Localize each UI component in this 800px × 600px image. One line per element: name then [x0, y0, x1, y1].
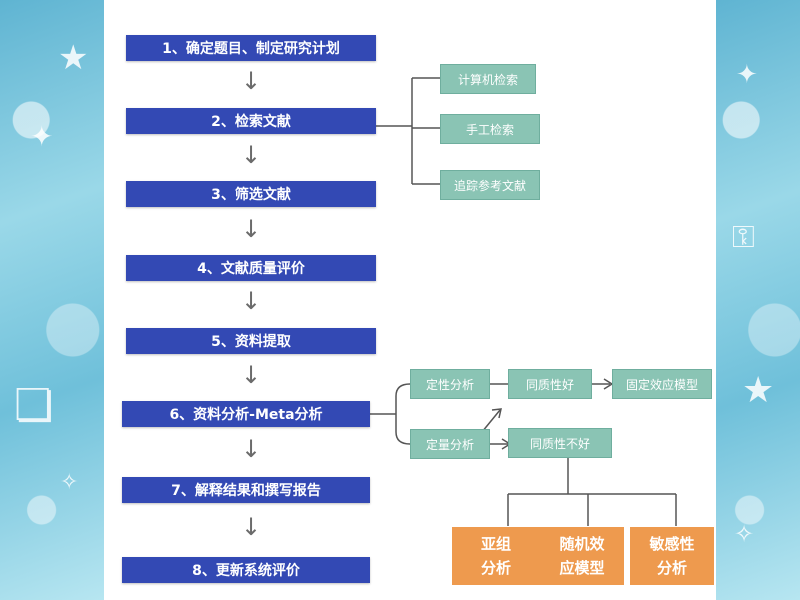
random-effect-model-box: 随机效 应模型 [540, 527, 624, 585]
down-arrow-icon: ↓ [240, 141, 262, 169]
subgroup-analysis-line1: 亚组 [480, 535, 511, 553]
manual-retrieval-box: 手工检索 [440, 114, 540, 144]
left-decorative-border: ★ ✦ ❏ ✧ [0, 0, 104, 600]
down-arrow-icon: ↓ [240, 215, 262, 243]
star-icon: ✦ [30, 120, 54, 153]
sensitivity-analysis-box: 敏感性 分析 [630, 527, 714, 585]
star-icon: ✧ [60, 470, 79, 495]
star-icon: ★ [742, 370, 775, 411]
fixed-effect-model-box: 固定效应模型 [612, 369, 712, 399]
star-icon: ★ [58, 38, 89, 78]
step-7-box: 7、解释结果和撰写报告 [122, 477, 370, 503]
star-icon: ✧ [734, 520, 755, 548]
down-arrow-icon: ↓ [240, 513, 262, 541]
random-effect-line1: 随机效 [559, 535, 605, 553]
down-arrow-icon: ↓ [240, 67, 262, 95]
down-arrow-icon: ↓ [240, 435, 262, 463]
book-icon: ❏ [14, 380, 54, 431]
subgroup-analysis-line2: 分析 [480, 559, 511, 577]
step-3-box: 3、筛选文献 [126, 181, 376, 207]
heterogeneous-box: 同质性不好 [508, 428, 612, 458]
random-effect-line2: 应模型 [559, 559, 605, 577]
sensitivity-line2: 分析 [656, 559, 687, 577]
step-6-box: 6、资料分析-Meta分析 [122, 401, 370, 427]
subgroup-analysis-box: 亚组 分析 [452, 527, 540, 585]
step-4-box: 4、文献质量评价 [126, 255, 376, 281]
down-arrow-icon: ↓ [240, 361, 262, 389]
step-8-box: 8、更新系统评价 [122, 557, 370, 583]
lock-icon: ⚿ [732, 220, 755, 255]
quantitative-analysis-box: 定量分析 [410, 429, 490, 459]
star-icon: ✦ [736, 60, 758, 90]
step-2-box: 2、检索文献 [126, 108, 376, 134]
computer-retrieval-box: 计算机检索 [440, 64, 536, 94]
qualitative-analysis-box: 定性分析 [410, 369, 490, 399]
right-decorative-border: ✦ ⚿ ★ ✧ [716, 0, 800, 600]
reference-tracking-box: 追踪参考文献 [440, 170, 540, 200]
homogeneous-box: 同质性好 [508, 369, 592, 399]
sensitivity-line1: 敏感性 [649, 535, 695, 553]
step-5-box: 5、资料提取 [126, 328, 376, 354]
step-1-box: 1、确定题目、制定研究计划 [126, 35, 376, 61]
down-arrow-icon: ↓ [240, 287, 262, 315]
